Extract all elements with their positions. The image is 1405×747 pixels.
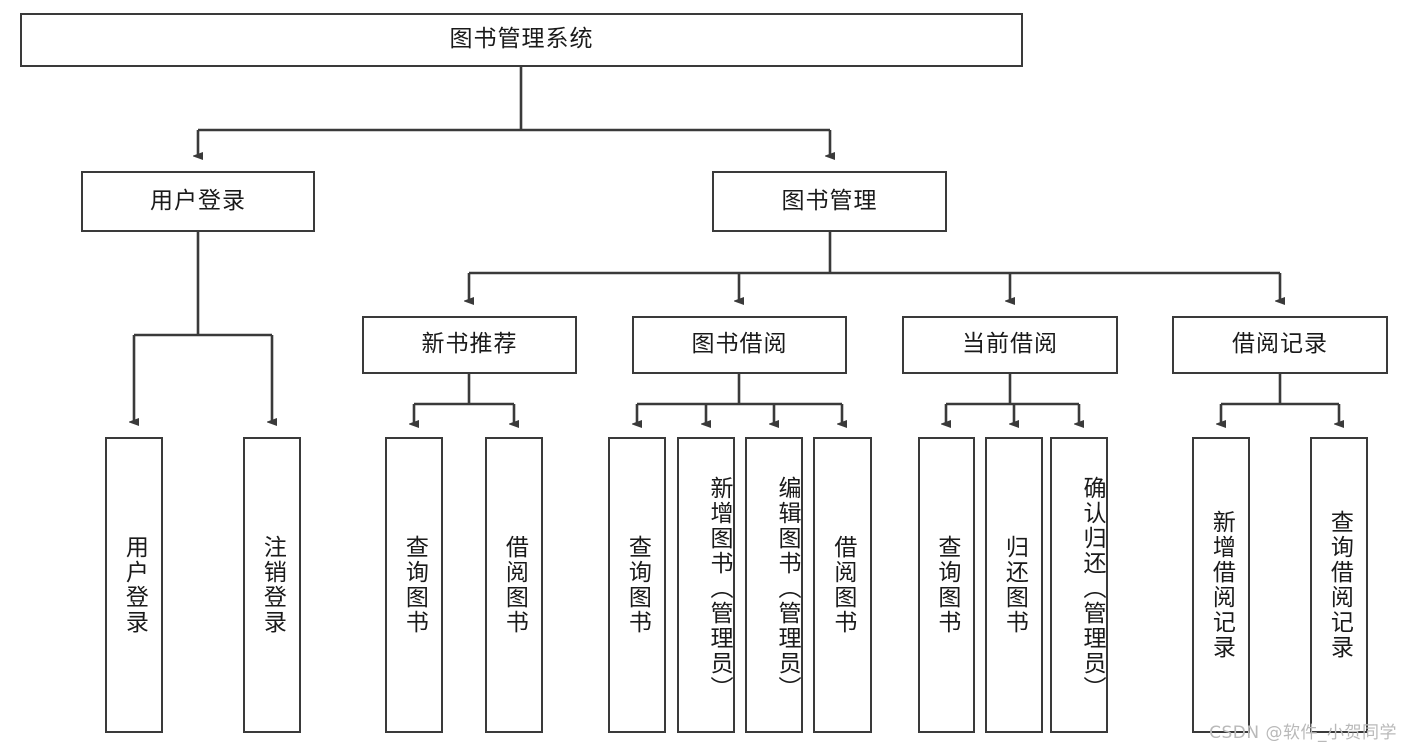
node-current-borrowing[interactable]: 当前借阅 <box>902 316 1118 374</box>
node-label: 当前借阅 <box>962 331 1058 358</box>
node-label: 借阅记录 <box>1232 331 1328 358</box>
node-leaf-return-book[interactable]: 归还图书 <box>985 437 1043 733</box>
node-borrowing-record[interactable]: 借阅记录 <box>1172 316 1388 374</box>
node-leaf-user-login[interactable]: 用户登录 <box>105 437 163 733</box>
csdn-watermark: CSDN @软件_小贺同学 <box>1209 723 1397 743</box>
node-label: 借阅图书 <box>501 535 528 635</box>
node-label: 查询图书 <box>933 535 960 635</box>
node-new-book-recommendation[interactable]: 新书推荐 <box>362 316 577 374</box>
node-leaf-query-book-borrow[interactable]: 查询图书 <box>608 437 666 733</box>
node-label: 用户登录 <box>121 535 148 635</box>
node-label: 图书管理 <box>781 187 878 214</box>
node-label: 确认归还（管理员） <box>1079 475 1105 701</box>
node-label: 图书借阅 <box>691 331 788 358</box>
node-label: 查询借阅记录 <box>1326 510 1353 660</box>
node-leaf-borrow-book[interactable]: 借阅图书 <box>813 437 872 733</box>
node-label: 新增借阅记录 <box>1208 510 1235 660</box>
node-leaf-confirm-return-admin[interactable]: 确认归还（管理员） <box>1050 437 1108 733</box>
node-label: 借阅图书 <box>829 535 856 635</box>
node-book-borrowing[interactable]: 图书借阅 <box>632 316 847 374</box>
node-label: 编辑图书（管理员） <box>774 475 800 701</box>
node-leaf-edit-book-admin[interactable]: 编辑图书（管理员） <box>745 437 803 733</box>
node-label: 注销登录 <box>259 535 286 635</box>
node-label: 新书推荐 <box>421 331 518 358</box>
node-leaf-add-book-admin[interactable]: 新增图书（管理员） <box>677 437 735 733</box>
node-label: 图书管理系统 <box>449 26 594 53</box>
node-label: 归还图书 <box>1001 535 1028 635</box>
node-label: 新增图书（管理员） <box>706 475 732 701</box>
node-leaf-query-book-rec[interactable]: 查询图书 <box>385 437 443 733</box>
node-leaf-query-borrow-record[interactable]: 查询借阅记录 <box>1310 437 1368 733</box>
node-leaf-logout[interactable]: 注销登录 <box>243 437 301 733</box>
node-label: 查询图书 <box>624 535 651 635</box>
node-label: 查询图书 <box>401 535 428 635</box>
node-root-book-management-system[interactable]: 图书管理系统 <box>20 13 1023 67</box>
node-leaf-add-borrow-record[interactable]: 新增借阅记录 <box>1192 437 1250 733</box>
node-leaf-query-book-current[interactable]: 查询图书 <box>918 437 975 733</box>
node-book-management[interactable]: 图书管理 <box>712 171 947 232</box>
node-user-login[interactable]: 用户登录 <box>81 171 315 232</box>
node-label: 用户登录 <box>150 187 246 214</box>
node-leaf-borrow-book-rec[interactable]: 借阅图书 <box>485 437 543 733</box>
